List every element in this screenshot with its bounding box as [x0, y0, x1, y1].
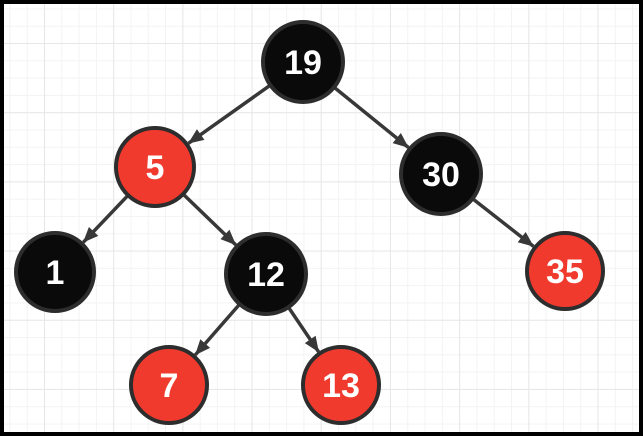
- node-circle-13[interactable]: [301, 345, 381, 425]
- node-circle-12[interactable]: [224, 232, 308, 316]
- node-circle-30[interactable]: [399, 132, 483, 216]
- edge-5-1: [82, 194, 129, 244]
- node-circle-35[interactable]: [525, 231, 605, 311]
- tree-node-13[interactable]: 13: [301, 345, 381, 425]
- edge-19-5: [187, 84, 271, 145]
- edge-12-7: [194, 303, 241, 357]
- tree-node-30[interactable]: 30: [399, 132, 483, 216]
- edge-30-35: [472, 197, 535, 248]
- node-circle-1[interactable]: [14, 231, 96, 313]
- tree-node-19[interactable]: 19: [261, 20, 345, 104]
- red-black-tree: 19 5 30 1 12 35 7 13: [14, 20, 605, 425]
- node-circle-19[interactable]: [261, 20, 345, 104]
- tree-node-5[interactable]: 5: [114, 126, 196, 208]
- node-circle-5[interactable]: [114, 126, 196, 208]
- edge-12-13: [287, 306, 321, 353]
- tree-node-7[interactable]: 7: [129, 345, 209, 425]
- tree-node-1[interactable]: 1: [14, 231, 96, 313]
- tree-node-12[interactable]: 12: [224, 232, 308, 316]
- edge-19-30: [333, 86, 410, 149]
- tree-node-35[interactable]: 35: [525, 231, 605, 311]
- node-circle-7[interactable]: [129, 345, 209, 425]
- edge-5-12: [182, 193, 237, 247]
